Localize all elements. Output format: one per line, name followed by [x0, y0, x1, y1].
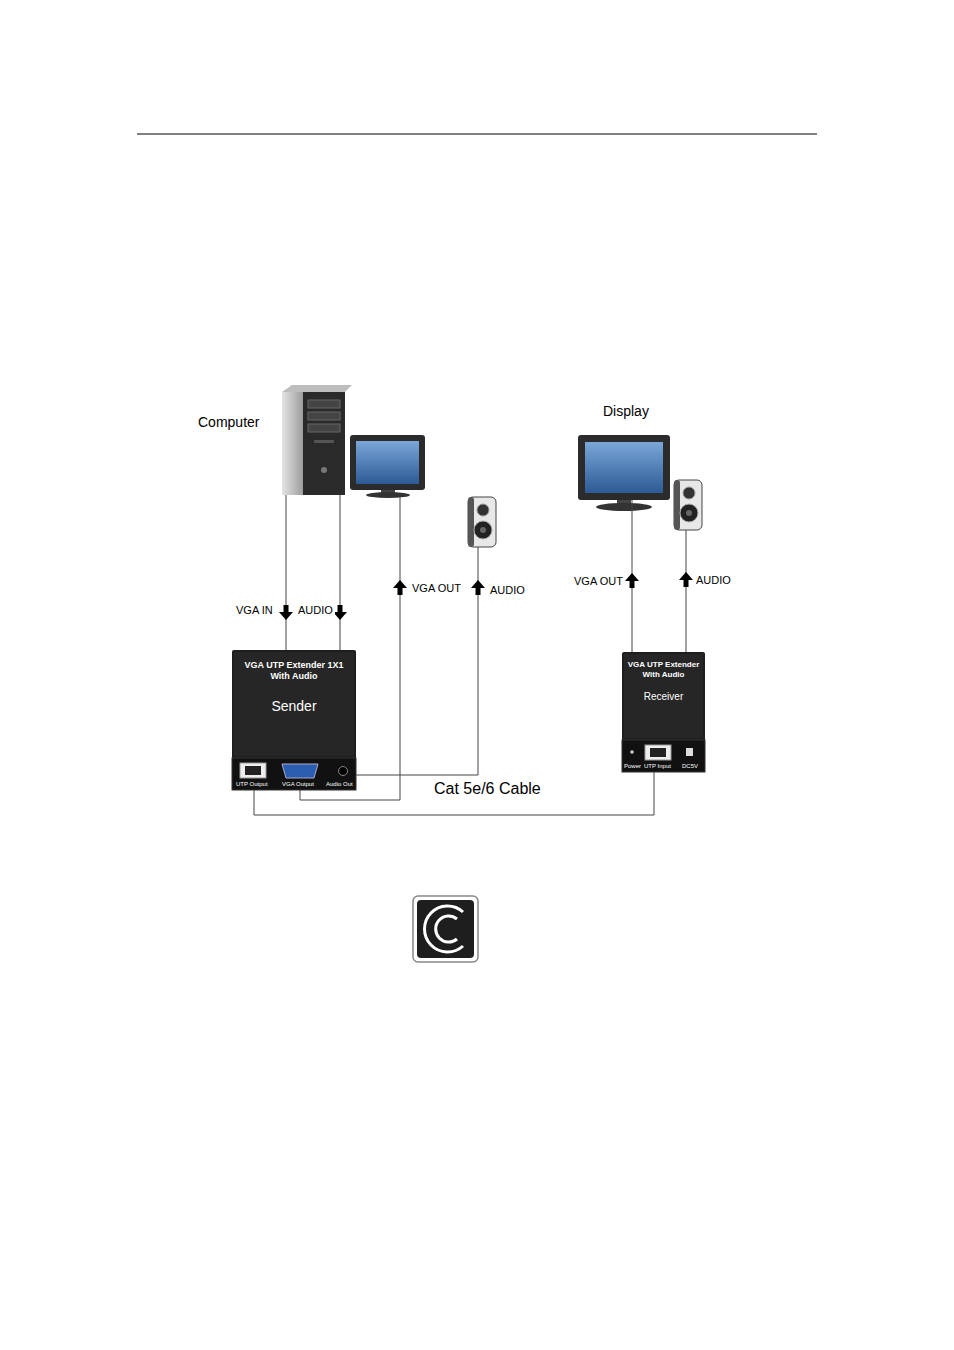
- computer-node: Computer: [282, 390, 345, 495]
- display-monitor-drawing: [578, 435, 670, 511]
- cable-label: Cat 5e/6 Cable: [432, 779, 543, 798]
- computer-label: Computer: [198, 414, 261, 431]
- header-rule: [137, 134, 817, 135]
- cable-connector: [254, 772, 654, 815]
- cable-label: VGA IN: [234, 604, 275, 617]
- c-logo: [413, 896, 478, 962]
- signal-name: VGA OUT: [412, 582, 461, 595]
- display-node: Display: [578, 435, 670, 500]
- sender-unit: VGA UTP Extender 1X1 With AudioSender: [232, 650, 356, 790]
- model-text: VGA UTP Extender With Audio: [626, 660, 701, 679]
- signal-name: AUDIO: [490, 584, 525, 597]
- local-monitor-drawing: [350, 435, 425, 498]
- sender-housing: [232, 650, 356, 790]
- arrow-head: [625, 573, 639, 588]
- cable-connector: [279, 495, 293, 650]
- local-speaker-drawing: [468, 497, 496, 547]
- port-name: VGA Output: [282, 781, 314, 788]
- unit-name: Receiver: [644, 691, 683, 703]
- port-name: UTP Input: [644, 763, 671, 770]
- computer-tower-drawing: [282, 385, 352, 495]
- cable-label: VGA OUT: [572, 575, 625, 588]
- cable-label: AUDIO: [296, 604, 335, 617]
- remote-speaker-drawing: [674, 480, 702, 530]
- arrow-head: [279, 605, 293, 620]
- receiver-unit: VGA UTP Extender With AudioReceiver: [622, 652, 705, 772]
- cable-connector: [625, 500, 639, 652]
- port-name: DC5V: [682, 763, 698, 770]
- audio-video-wires: [300, 497, 686, 800]
- arrow-head: [333, 605, 347, 620]
- unit-name: Sender: [271, 698, 316, 715]
- port-name: UTP Output: [236, 781, 268, 788]
- display-label: Display: [603, 403, 695, 420]
- signal-name: AUDIO: [696, 574, 731, 587]
- port-name: Audio Out: [326, 781, 353, 788]
- model-text: VGA UTP Extender 1X1 With Audio: [238, 660, 350, 682]
- connector-line: [254, 772, 654, 815]
- connector-line: [286, 495, 287, 650]
- cable-connector: [333, 495, 347, 650]
- connector-line: [340, 495, 341, 650]
- receiver-housing: [622, 652, 705, 772]
- port-name: Power: [624, 763, 641, 770]
- direction-arrows: [393, 572, 693, 595]
